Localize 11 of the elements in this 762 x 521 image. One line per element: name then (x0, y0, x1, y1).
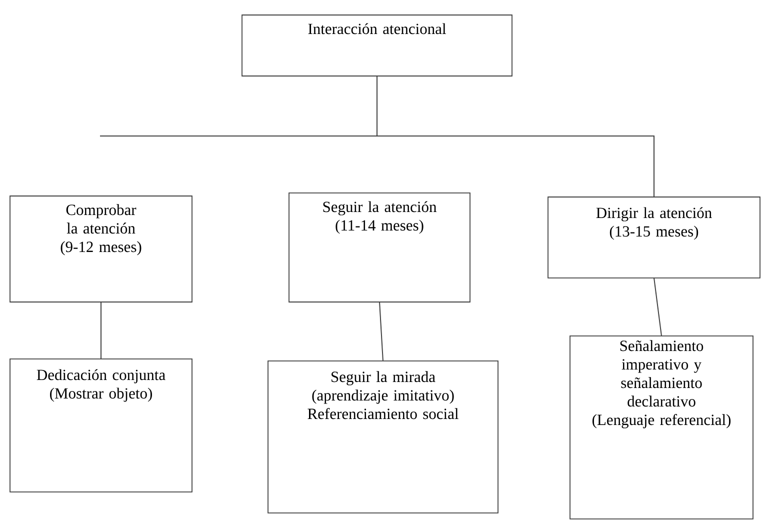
box: Interacción atencional (242, 14, 512, 76)
connector-line (376, 76, 654, 198)
box: Señalamiento imperativo y señalamiento declarativo (Lenguaje referencial) (570, 336, 754, 520)
connector-line (100, 302, 102, 360)
box: Seguir la mirada (aprendizaje imitativo) Referenciamiento social (268, 360, 498, 514)
connector-line (654, 277, 662, 336)
connector-line (379, 302, 384, 362)
box: Dirigir la atención (13-15 meses) (548, 196, 760, 278)
box: Comprobar la atención (9-12 meses) (10, 196, 192, 302)
box: Seguir la atención (11-14 meses) (288, 192, 470, 302)
box: Dedicación conjunta (Mostrar objeto) (10, 358, 192, 492)
